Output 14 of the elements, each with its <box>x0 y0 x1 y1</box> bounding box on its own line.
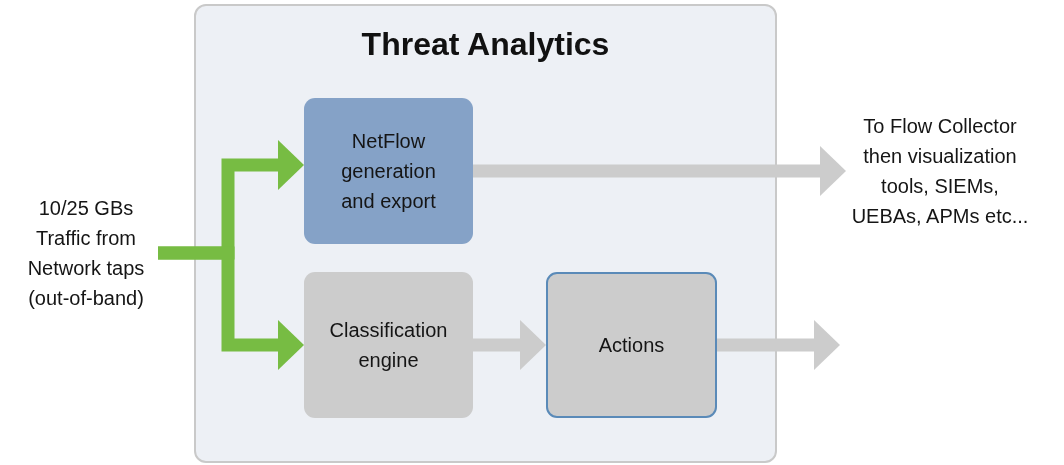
arrow <box>473 320 546 370</box>
output-note: To Flow Collector then visualization tools, SIEMs, UEBAs, APMs etc... <box>846 111 1034 231</box>
box-label: Actions <box>598 333 665 358</box>
panel-title: Threat Analytics <box>361 25 610 64</box>
input-note: 10/25 GBs Traffic from Network taps (out-of-band) <box>14 193 158 313</box>
box-label: Classification engine <box>328 318 449 373</box>
arrow <box>717 320 840 370</box>
process-box <box>546 272 717 418</box>
process-box <box>304 98 473 244</box>
box-label: NetFlow generation and export <box>340 129 437 214</box>
arrow <box>473 146 846 196</box>
process-box <box>304 272 473 418</box>
group-panel <box>194 4 777 463</box>
arrow <box>158 246 304 370</box>
